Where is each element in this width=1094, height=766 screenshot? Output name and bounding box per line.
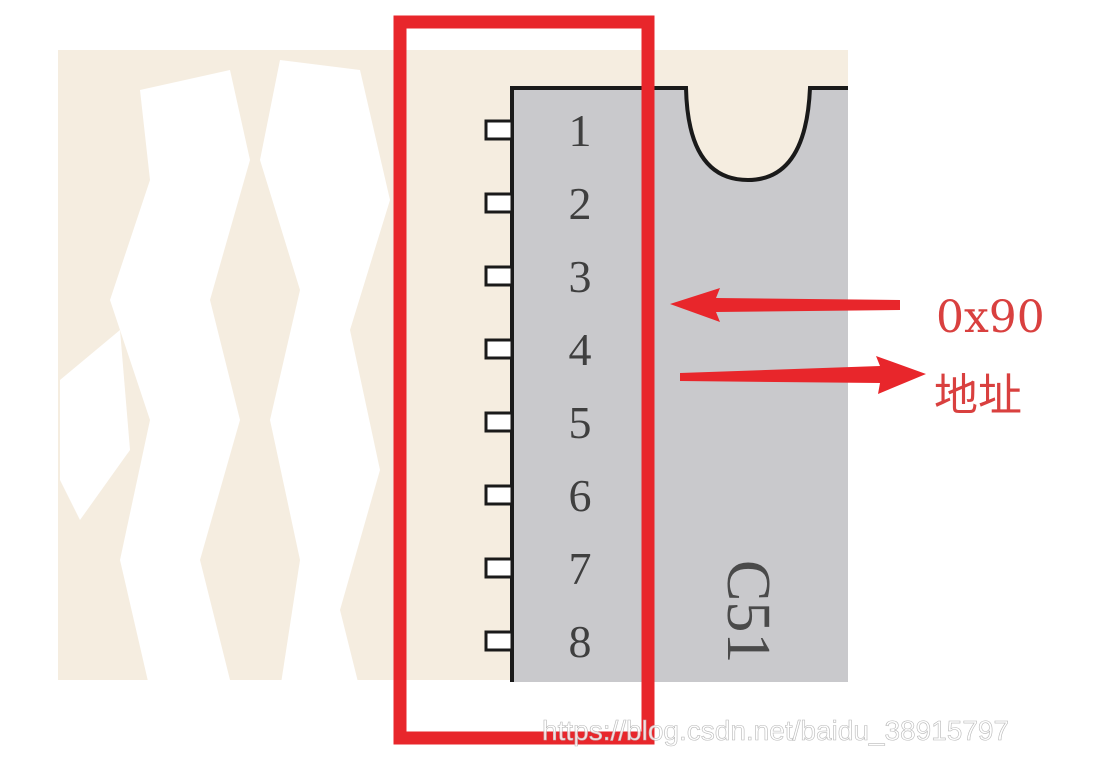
annotation-text: 地址	[934, 370, 1022, 421]
watermark: https://blog.csdn.net/baidu_38915797	[542, 715, 1009, 746]
pin-number: 2	[569, 178, 592, 229]
chip-body	[512, 88, 848, 682]
pin-stub	[484, 119, 514, 141]
pin-number: 7	[569, 543, 592, 594]
pin-stub	[484, 338, 514, 360]
pin-number: 6	[569, 470, 592, 521]
pin-stub	[484, 411, 514, 433]
pin-stubs	[484, 119, 514, 652]
pin-number: 3	[569, 251, 592, 302]
pin-stub	[484, 192, 514, 214]
pin-number: 8	[569, 616, 592, 667]
chip-outline	[510, 86, 848, 682]
arrow-right-icon	[680, 356, 926, 394]
highlight-box	[393, 15, 655, 745]
pin-numbers: 1 2 3 4 5 6 7 8	[569, 105, 592, 667]
pin-number: 1	[569, 105, 592, 156]
pin-number: 5	[569, 397, 592, 448]
pin-number: 4	[569, 324, 592, 375]
pin-stub	[484, 265, 514, 287]
pin-stub	[484, 630, 514, 652]
erased-region	[60, 40, 1094, 766]
pin-stub	[484, 484, 514, 506]
annotation-value: 0x90	[936, 292, 1045, 343]
arrow-left-icon	[670, 288, 900, 322]
chip-label: C51	[714, 560, 782, 663]
pin-stub	[484, 557, 514, 579]
